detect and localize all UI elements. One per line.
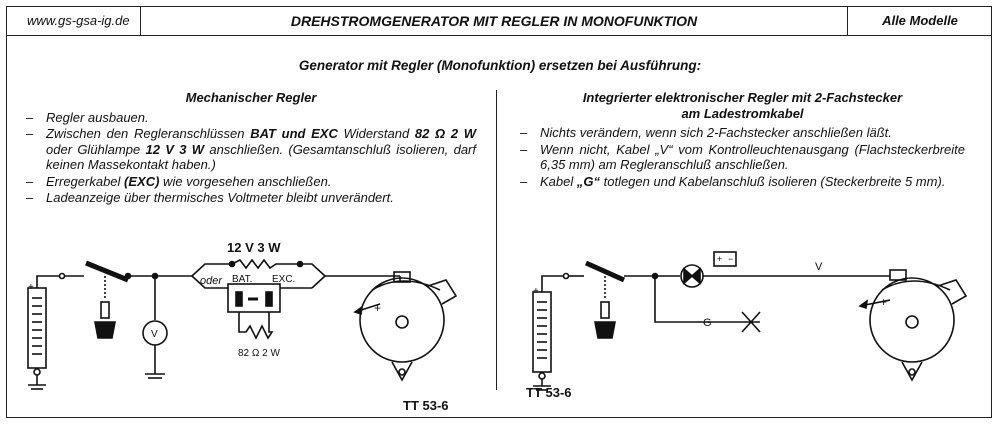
- left-list: Regler ausbauen. Zwischen den Regleransc…: [26, 110, 476, 206]
- page-frame: www.gs-gsa-ig.de DREHSTROMGENERATOR MIT …: [6, 6, 992, 418]
- ignition-key-right: [594, 276, 616, 339]
- terminal-block-left: [227, 283, 281, 313]
- diagram-code-right: TT 53-6: [526, 385, 572, 400]
- left-item-3-text-b: wie vorgesehen anschließen.: [159, 173, 332, 189]
- right-item-2: Wenn nicht, Kabel „V“ vom Kontrolleuchte…: [520, 142, 965, 173]
- right-item-3-bold: „G“: [576, 173, 600, 189]
- left-item-1: Regler ausbauen.: [26, 110, 476, 126]
- battery-plus-left: +: [28, 282, 34, 293]
- header-bar: www.gs-gsa-ig.de DREHSTROMGENERATOR MIT …: [7, 7, 991, 36]
- right-item-3-text-b: totlegen und Kabelanschluß isolieren (St…: [600, 173, 946, 189]
- left-item-2-text-a: Zwischen den Regleranschlüssen: [46, 126, 251, 141]
- generator-plus-right: +: [880, 295, 887, 309]
- left-item-2-text-d: anschließen. (Gesamtanschluß isolieren, …: [46, 141, 476, 173]
- ignition-switch-right: [584, 260, 626, 283]
- section-subtitle: Generator mit Regler (Monofunktion) erse…: [298, 58, 702, 73]
- left-item-2-text-c: oder Glühlampe: [46, 141, 146, 157]
- diagram-code-left: TT 53-6: [403, 398, 449, 413]
- battery-plus-right: +: [533, 286, 539, 297]
- wire-v-label: V: [815, 261, 823, 273]
- right-column: Integrierter elektronischer Regler mit 2…: [520, 90, 965, 190]
- left-item-3: Erregerkabel (EXC) wie vorgesehen anschl…: [26, 174, 476, 190]
- generator-right: [869, 269, 968, 382]
- header-website: www.gs-gsa-ig.de: [7, 7, 141, 35]
- battery-icon-small: [713, 251, 737, 267]
- battery-symbol-left: [27, 287, 47, 390]
- left-item-2-bold-a: BAT und EXC: [250, 126, 338, 141]
- left-item-2-text-b: Widerstand: [337, 126, 415, 141]
- right-item-3-text-a: Kabel: [540, 173, 577, 189]
- left-column: Mechanischer Regler Regler ausbauen. Zwi…: [26, 90, 476, 207]
- left-item-2: Zwischen den Regleranschlüssen BAT und E…: [26, 126, 476, 173]
- right-heading: Integrierter elektronischer Regler mit 2…: [520, 90, 965, 121]
- left-item-1-text: Regler ausbauen.: [46, 109, 149, 125]
- header-title: DREHSTROMGENERATOR MIT REGLER IN MONOFUN…: [141, 7, 848, 35]
- generator-plus-left: +: [374, 301, 381, 315]
- ignition-key-left: [94, 276, 116, 339]
- small-battery-plus: +: [717, 254, 722, 264]
- column-divider: [496, 90, 497, 390]
- right-heading-line1: Integrierter elektronischer Regler mit 2…: [582, 90, 903, 105]
- right-list: Nichts verändern, wenn sich 2-Fachstecke…: [520, 125, 965, 189]
- bat-label: BAT.: [232, 274, 252, 285]
- left-diagram: +: [27, 258, 458, 390]
- left-heading: Mechanischer Regler: [185, 90, 317, 105]
- battery-symbol-right: [532, 291, 552, 391]
- small-battery-minus: −: [728, 254, 733, 264]
- left-item-4: Ladeanzeige über thermisches Voltmeter b…: [26, 190, 476, 206]
- voltmeter-label: V: [151, 329, 158, 340]
- right-item-2-text: Wenn nicht, Kabel „V“ vom Kontrolleuchte…: [540, 141, 965, 173]
- right-diagram: + + −: [532, 251, 968, 391]
- left-item-2-bold-b: 82 Ω 2 W: [414, 126, 477, 141]
- ignition-switch-left: [85, 260, 129, 283]
- resistor-label: 82 Ω 2 W: [238, 348, 280, 359]
- exc-label: EXC.: [272, 274, 295, 285]
- lamp-label: 12 V 3 W: [227, 240, 281, 255]
- header-models: Alle Modelle: [882, 13, 958, 28]
- right-item-1: Nichts verändern, wenn sich 2-Fachstecke…: [520, 125, 965, 141]
- left-item-3-bold: (EXC): [124, 173, 160, 189]
- right-item-1-text: Nichts verändern, wenn sich 2-Fachstecke…: [540, 125, 892, 140]
- right-item-3: Kabel „G“ totlegen und Kabelanschluß iso…: [520, 174, 965, 190]
- right-heading-line2: am Ladestromkabel: [681, 105, 804, 121]
- left-item-4-text: Ladeanzeige über thermisches Voltmeter b…: [46, 190, 394, 205]
- wire-g-label: G: [703, 317, 712, 329]
- generator-left: [359, 271, 458, 382]
- left-item-2-bold-c: 12 V 3 W: [145, 141, 205, 157]
- left-item-3-text-a: Erregerkabel: [46, 173, 125, 189]
- oder-label: oder: [200, 275, 223, 287]
